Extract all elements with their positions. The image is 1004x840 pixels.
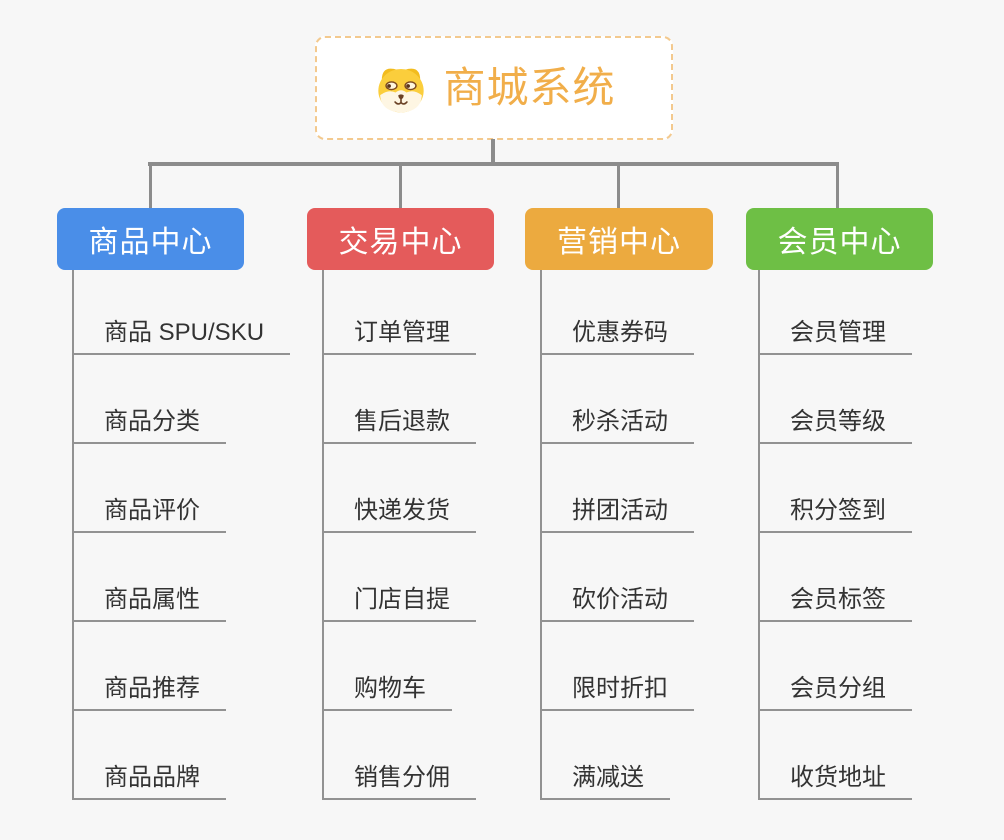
- leaf-node-sales-commission[interactable]: 销售分佣: [324, 711, 476, 800]
- branch-node-product-center[interactable]: 商品中心: [57, 208, 244, 270]
- connector-drop-member: [836, 164, 839, 208]
- root-title: 商城系统: [443, 64, 616, 111]
- connector-root-drop: [491, 139, 495, 165]
- leaf-node-member-tag[interactable]: 会员标签: [760, 533, 912, 622]
- branch-node-member-center[interactable]: 会员中心: [746, 208, 933, 270]
- leaf-node-order-management[interactable]: 订单管理: [324, 270, 476, 355]
- root-node[interactable]: 商城系统: [315, 36, 673, 140]
- leaf-column-product: 商品 SPU/SKU 商品分类 商品评价 商品属性 商品推荐 商品品牌: [72, 270, 291, 800]
- leaf-node-group-buy[interactable]: 拼团活动: [542, 444, 694, 533]
- leaf-node-aftersale-refund[interactable]: 售后退款: [324, 355, 476, 444]
- leaf-column-member: 会员管理 会员等级 积分签到 会员标签 会员分组 收货地址: [758, 270, 912, 800]
- leaf-node-product-spu-sku[interactable]: 商品 SPU/SKU: [74, 270, 291, 355]
- connector-drop-trade: [399, 164, 402, 208]
- leaf-node-member-group[interactable]: 会员分组: [760, 622, 912, 711]
- leaf-node-product-brand[interactable]: 商品品牌: [74, 711, 226, 800]
- leaf-node-product-category[interactable]: 商品分类: [74, 355, 226, 444]
- leaf-column-trade: 订单管理 售后退款 快递发货 门店自提 购物车 销售分佣: [322, 270, 476, 800]
- leaf-node-limited-time-discount[interactable]: 限时折扣: [542, 622, 694, 711]
- leaf-node-product-attribute[interactable]: 商品属性: [74, 533, 226, 622]
- dog-face-icon: [378, 68, 425, 113]
- branch-node-trade-center[interactable]: 交易中心: [307, 208, 494, 270]
- leaf-node-express-delivery[interactable]: 快递发货: [324, 444, 476, 533]
- branch-node-marketing-center[interactable]: 营销中心: [525, 208, 713, 270]
- leaf-node-points-checkin[interactable]: 积分签到: [760, 444, 912, 533]
- leaf-column-marketing: 优惠券码 秒杀活动 拼团活动 砍价活动 限时折扣 满减送: [540, 270, 694, 800]
- leaf-node-member-management[interactable]: 会员管理: [760, 270, 912, 355]
- connector-drop-product: [149, 164, 152, 208]
- leaf-node-coupon-code[interactable]: 优惠券码: [542, 270, 694, 355]
- leaf-node-store-pickup[interactable]: 门店自提: [324, 533, 476, 622]
- connector-drop-marketing: [617, 164, 620, 208]
- leaf-node-shipping-address[interactable]: 收货地址: [760, 711, 912, 800]
- leaf-node-member-level[interactable]: 会员等级: [760, 355, 912, 444]
- leaf-node-shopping-cart[interactable]: 购物车: [324, 622, 452, 711]
- leaf-node-bargain-activity[interactable]: 砍价活动: [542, 533, 694, 622]
- leaf-node-product-recommend[interactable]: 商品推荐: [74, 622, 226, 711]
- connector-bus: [148, 162, 839, 166]
- leaf-node-product-review[interactable]: 商品评价: [74, 444, 226, 533]
- leaf-node-full-reduction[interactable]: 满减送: [542, 711, 670, 800]
- leaf-node-flash-sale[interactable]: 秒杀活动: [542, 355, 694, 444]
